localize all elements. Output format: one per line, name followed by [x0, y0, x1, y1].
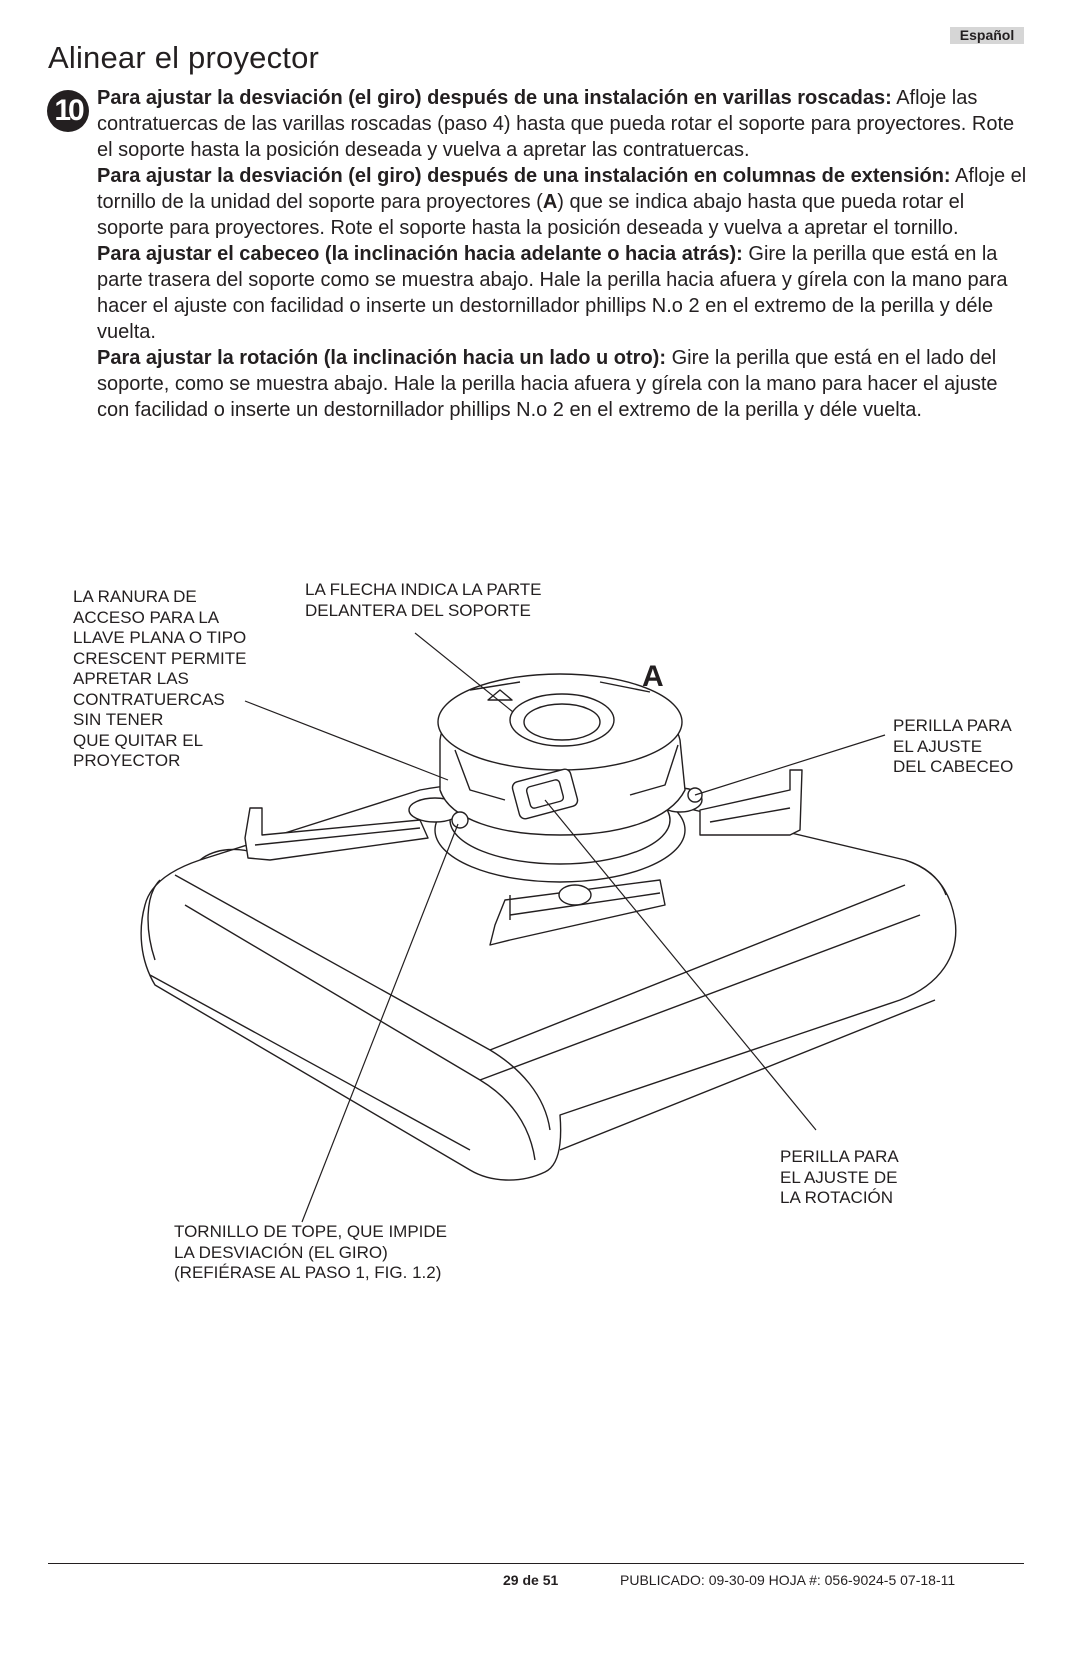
language-tag: Español [950, 27, 1024, 44]
instruction-paragraph: Para ajustar el cabeceo (la inclinación … [97, 241, 1032, 345]
callout-stop-screw: TORNILLO DE TOPE, QUE IMPIDE LA DESVIACI… [174, 1222, 448, 1282]
instruction-heading: Para ajustar el cabeceo (la inclinación … [97, 243, 743, 265]
leader-lines [244, 632, 886, 1223]
instruction-highlight: A [542, 191, 558, 213]
instruction-text: Gire la perilla que está en el lado del … [97, 347, 998, 421]
mount-arms [244, 769, 803, 946]
callout-pitch-knob: PERILLA PARA EL AJUSTE DEL CABECEO [893, 716, 1014, 776]
projector-body [140, 781, 957, 1181]
instruction-paragraph: Para ajustar la rotación (la inclinación… [97, 345, 1032, 423]
step-number-badge: 10 [47, 90, 89, 132]
instruction-text: Gire la perilla que está en la parte tra… [97, 243, 1008, 343]
callout-wrench-slot: LA RANURA DE ACCESO PARA LA LLAVE PLANA … [73, 587, 247, 770]
instruction-paragraph: Para ajustar la desviación (el giro) des… [97, 163, 1032, 241]
instruction-text: Afloje el tornillo de la unidad del sopo… [97, 165, 1027, 213]
callout-roll-knob: PERILLA PARA EL AJUSTE DE LA ROTACIÓN [780, 1147, 899, 1207]
callout-front-arrow: LA FLECHA INDICA LA PARTE DELANTERA DEL … [305, 580, 542, 620]
instruction-heading: Para ajustar la rotación (la inclinación… [97, 347, 667, 369]
page-title: Alinear el proyector [48, 40, 320, 75]
publication-info: PUBLICADO: 09-30-09 HOJA #: 056-9024-5 0… [620, 1572, 956, 1588]
instruction-text: ) que se indica abajo hasta que pueda ro… [97, 191, 965, 239]
mount-head [437, 673, 703, 836]
instruction-heading: Para ajustar la desviación (el giro) des… [97, 165, 951, 187]
instruction-text: Afloje las contratuercas de las varillas… [97, 87, 1015, 161]
footer-divider [48, 1563, 1024, 1564]
page-number: 29 de 51 [503, 1572, 559, 1588]
instruction-heading: Para ajustar la desviación (el giro) des… [97, 87, 892, 109]
step-instructions: Para ajustar la desviación (el giro) des… [97, 85, 1032, 423]
projector-mount-illustration [140, 632, 957, 1223]
callout-a-label: A [642, 660, 664, 693]
instruction-paragraph: Para ajustar la desviación (el giro) des… [97, 85, 1032, 163]
